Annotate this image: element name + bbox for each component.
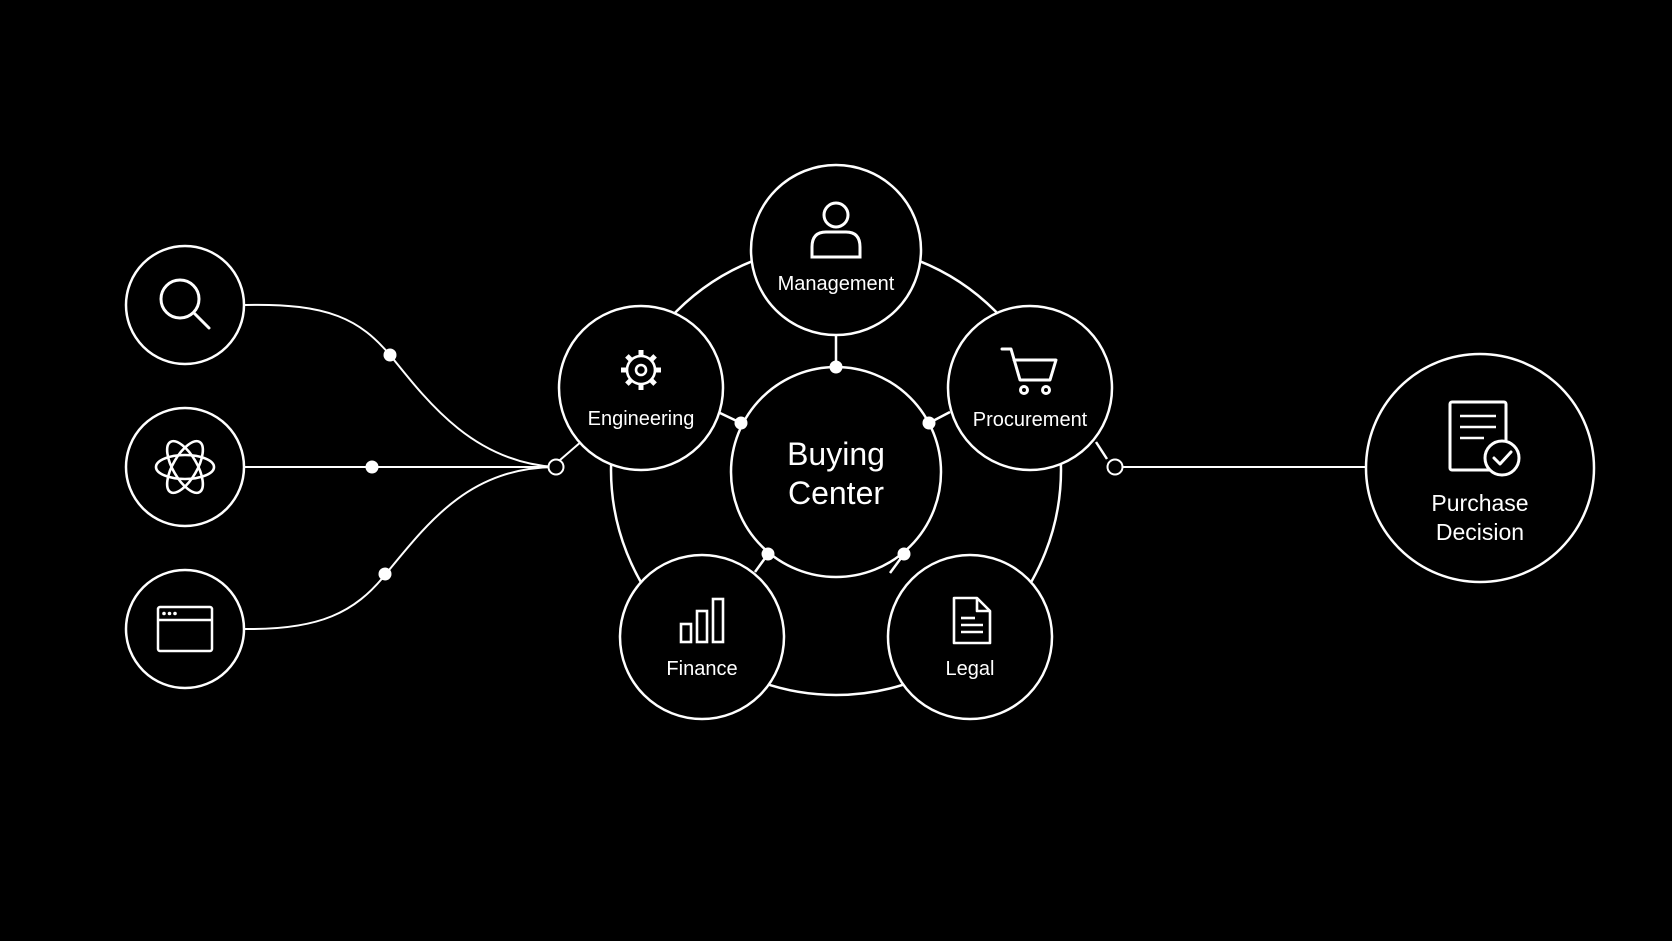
spoke-dot — [734, 416, 748, 430]
department-circle — [946, 304, 1114, 472]
source-openai — [124, 406, 246, 528]
spoke-dot — [922, 416, 936, 430]
bar-chart-icon — [679, 597, 725, 644]
department-engineering: Engineering — [557, 304, 725, 472]
input-port — [547, 458, 565, 476]
source-connector-dots — [365, 348, 397, 581]
department-label: Procurement — [973, 409, 1088, 431]
source-circle — [124, 406, 246, 528]
decision-label-line2: Decision — [1436, 519, 1524, 545]
department-label: Finance — [666, 658, 737, 680]
output-port — [1106, 458, 1124, 476]
output-connector — [1094, 441, 1109, 460]
decision-circle — [1364, 352, 1596, 584]
openai-logo-icon — [154, 439, 216, 495]
buying-center-circle — [729, 365, 943, 579]
buying-center-line1: Buying — [787, 436, 885, 472]
purchase-decision: Purchase Decision — [1364, 352, 1596, 584]
department-management: Management — [749, 163, 923, 337]
shopping-cart-icon — [1000, 347, 1058, 395]
department-label: Engineering — [588, 408, 695, 430]
department-label: Management — [778, 273, 895, 295]
source-browser — [124, 568, 246, 690]
department-circle — [886, 553, 1054, 721]
source-circle — [124, 244, 246, 366]
department-legal: Legal — [886, 553, 1054, 721]
browser-window-icon — [156, 605, 214, 653]
buying-center: Buying Center — [729, 365, 943, 579]
decision-label-line1: Purchase — [1431, 490, 1528, 516]
department-finance: Finance — [618, 553, 786, 721]
spoke-dot — [829, 360, 843, 374]
person-icon — [810, 201, 862, 259]
spoke-dot — [761, 547, 775, 561]
spoke-dots — [734, 360, 936, 561]
search-icon — [159, 278, 211, 330]
source-search — [124, 244, 246, 366]
department-procurement: Procurement — [946, 304, 1114, 472]
junction-dot — [365, 460, 379, 474]
document-check-icon — [1448, 400, 1521, 477]
source-circle — [124, 568, 246, 690]
gear-icon — [621, 350, 661, 390]
buying-center-line2: Center — [788, 475, 884, 511]
junction-dot — [378, 567, 392, 581]
connector-to-engineering — [559, 440, 583, 461]
spoke-dot — [897, 547, 911, 561]
document-icon — [952, 596, 992, 645]
department-circle — [618, 553, 786, 721]
department-circle — [749, 163, 923, 337]
junction-dot — [383, 348, 397, 362]
department-label: Legal — [946, 658, 995, 680]
